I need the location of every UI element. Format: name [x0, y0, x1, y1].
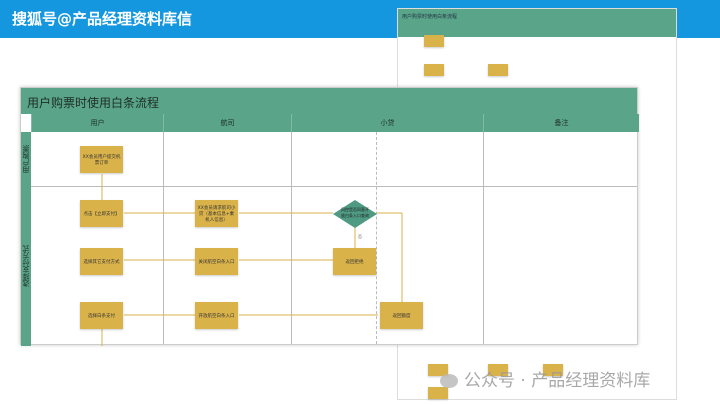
wechat-icon: [440, 374, 458, 388]
column-header-airline: 航司: [163, 114, 291, 132]
thumbnail-title: 用户购票时使用白条流程: [402, 14, 458, 20]
node-submit-order: XX会员用户提交机票订单: [80, 146, 123, 173]
node-return-quota: 返回额度: [380, 302, 423, 329]
watermark-top: 搜狐号@产品经理资料库信: [12, 10, 193, 28]
diagram-title: 用户购票时使用白条流程: [21, 88, 637, 114]
decision-no-label: 否: [358, 234, 362, 239]
swimlane-diagram: 用户购票时使用白条流程 用户 航司 小贷 备注 用户购票 选择支付方式 XX会员…: [20, 87, 639, 346]
node-close-entry: 关闭航空白条入口: [195, 248, 238, 275]
column-header-loan: 小贷: [291, 114, 483, 132]
watermark-bottom-text: 公众号 · 产品经理资料库: [464, 371, 651, 391]
node-click-pay: 点击【立即支付】: [80, 200, 123, 227]
watermark-bottom: 公众号 · 产品经理资料库: [440, 366, 650, 391]
flow-arrows: [101, 174, 403, 346]
node-open-entry: 开放航空白条入口: [195, 302, 238, 329]
node-request-loan: XX会员请求航司小贷（基本信息+乘机人信息）: [195, 200, 238, 227]
node-decision: 风控是否同意开放白条入口查询: [333, 200, 377, 228]
decision-text: 风控是否同意开放白条入口查询: [341, 207, 369, 218]
node-choose-baitiao: 选择白条支付: [80, 302, 123, 329]
node-return-reject: 返回拒绝: [333, 248, 376, 275]
node-other-pay: 选择其它支付方式: [80, 248, 123, 275]
column-header-notes: 备注: [483, 114, 639, 132]
column-header-user: 用户: [31, 114, 163, 132]
